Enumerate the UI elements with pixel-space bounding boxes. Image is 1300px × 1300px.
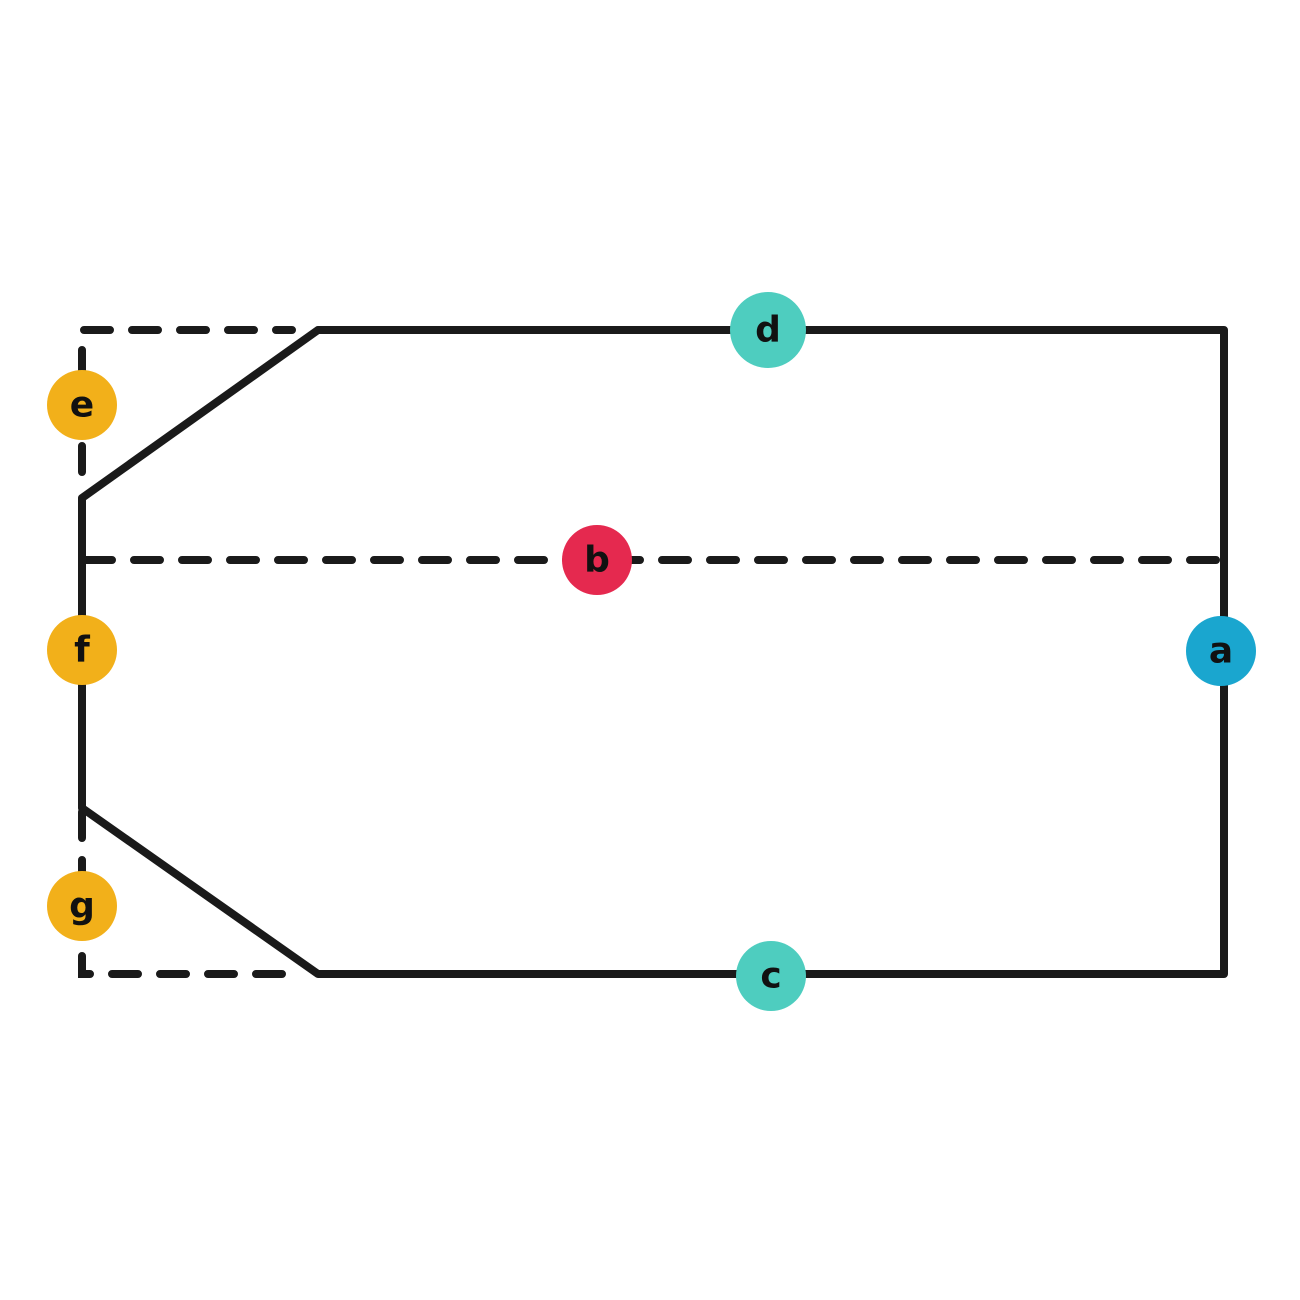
label-d-text: d: [755, 310, 781, 351]
bottom-left-corner-guide: [78, 808, 296, 978]
label-a-circle: [1186, 616, 1256, 686]
label-f-text: f: [74, 630, 90, 671]
shape-outline: [78, 326, 1228, 978]
label-b: b: [562, 525, 632, 595]
label-g-circle: [47, 871, 117, 941]
label-f: f: [47, 615, 117, 685]
label-c-circle: [736, 941, 806, 1011]
label-d-circle: [730, 292, 806, 368]
label-c-text: c: [760, 956, 781, 997]
label-g: g: [47, 871, 117, 941]
label-d: d: [730, 292, 806, 368]
label-a: a: [1186, 616, 1256, 686]
label-e-text: e: [70, 385, 94, 426]
label-c: c: [736, 941, 806, 1011]
label-g-text: g: [69, 886, 95, 927]
label-e-circle: [47, 370, 117, 440]
label-b-text: b: [584, 540, 610, 581]
label-a-text: a: [1209, 631, 1233, 672]
label-f-circle: [47, 615, 117, 685]
label-b-circle: [562, 525, 632, 595]
label-e: e: [47, 370, 117, 440]
